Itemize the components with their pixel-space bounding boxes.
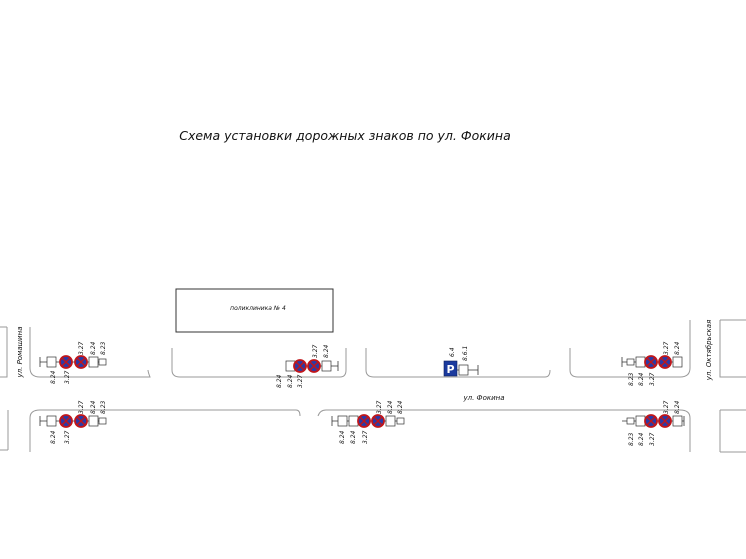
sign-label-8-24: 8.24 xyxy=(276,374,283,388)
tow-truck-plate-icon xyxy=(321,360,332,372)
sign-label-8-24: 8.24 xyxy=(674,341,681,355)
sign-label-8-24: 8.24 xyxy=(638,372,645,386)
tow-truck-plate-icon xyxy=(46,415,57,427)
street-label-oktyabrskaya: ул. Октябрьская xyxy=(705,320,713,382)
sign-label-6-4: 6.4 xyxy=(449,347,456,357)
sign-label-8-24: 8.24 xyxy=(90,341,97,355)
sign-label-3-27: 3.27 xyxy=(649,372,656,386)
sign-label-8-24: 8.24 xyxy=(287,374,294,388)
sign-label-8-6-1: 8.6.1 xyxy=(462,346,469,361)
sign-group-bottom-middle: 8.24 8.24 3.27 3.27 8.24 8.24 xyxy=(331,400,405,444)
street-label-fokina: ул. Фокина xyxy=(462,394,504,402)
tow-truck-plate-icon xyxy=(672,415,683,427)
sign-group-top-middle: 8.24 8.24 3.27 3.27 8.24 xyxy=(276,344,339,388)
no-stopping-sign-icon xyxy=(74,414,88,428)
no-stopping-sign-icon xyxy=(293,359,307,373)
sign-label-3-27: 3.27 xyxy=(78,341,85,355)
no-stopping-sign-icon xyxy=(644,355,658,369)
building-label: поликлиника № 4 xyxy=(230,305,286,312)
no-stopping-sign-icon xyxy=(357,414,371,428)
tow-truck-plate-icon xyxy=(635,415,646,427)
sign-label-8-24: 8.24 xyxy=(387,400,394,414)
sign-label-8-23: 8.23 xyxy=(100,341,107,355)
parking-sign-icon: P xyxy=(443,360,458,377)
sign-label-3-27: 3.27 xyxy=(376,400,383,414)
no-stopping-sign-icon xyxy=(59,414,73,428)
sign-group-top-right: 8.23 8.24 3.27 3.27 8.24 xyxy=(621,341,683,386)
sign-label-8-24: 8.24 xyxy=(638,432,645,446)
tow-truck-plate-icon xyxy=(385,415,396,427)
tow-truck-plate-icon xyxy=(88,356,99,368)
sign-label-3-27: 3.27 xyxy=(64,370,71,384)
tow-truck-plate-icon xyxy=(635,356,646,368)
sign-label-8-23: 8.23 xyxy=(628,372,635,386)
sign-label-8-24: 8.24 xyxy=(50,370,57,384)
sign-label-8-24: 8.24 xyxy=(350,430,357,444)
tow-truck-plate-icon xyxy=(348,415,359,427)
no-stopping-sign-icon xyxy=(74,355,88,369)
sign-label-8-23: 8.23 xyxy=(100,400,107,414)
sign-label-3-27: 3.27 xyxy=(649,432,656,446)
no-stopping-sign-icon xyxy=(59,355,73,369)
sign-label-3-27: 3.27 xyxy=(663,400,670,414)
sign-group-top-left: 8.24 3.27 3.27 8.24 8.23 xyxy=(39,341,107,384)
building-polyclinic: поликлиника № 4 xyxy=(175,288,334,333)
sign-label-3-27: 3.27 xyxy=(78,400,85,414)
no-stopping-sign-icon xyxy=(658,414,672,428)
parking-plate-icon xyxy=(458,364,469,376)
sign-label-8-23: 8.23 xyxy=(628,432,635,446)
no-stopping-sign-icon xyxy=(658,355,672,369)
sign-label-8-24: 8.24 xyxy=(397,400,404,414)
tow-truck-plate-icon xyxy=(337,415,348,427)
scheme-title: Схема установки дорожных знаков по ул. Ф… xyxy=(179,128,511,143)
road-edges xyxy=(0,319,746,453)
sign-label-3-27: 3.27 xyxy=(663,341,670,355)
sign-group-parking: P 6.4 8.6.1 xyxy=(443,346,479,377)
street-label-romashina: ул. Ромашина xyxy=(16,327,24,379)
no-stopping-sign-icon xyxy=(371,414,385,428)
arrow-plate-icon xyxy=(98,358,107,366)
sign-group-bottom-left: 8.24 3.27 3.27 8.24 8.23 xyxy=(39,400,107,444)
sign-label-3-27: 3.27 xyxy=(362,430,369,444)
sign-group-bottom-right: 8.23 8.24 3.27 3.27 8.24 xyxy=(622,400,685,446)
cross-street-left xyxy=(0,327,9,450)
arrow-plate-icon xyxy=(98,417,107,425)
svg-text:P: P xyxy=(446,363,454,376)
tow-truck-plate-icon xyxy=(672,356,683,368)
sign-label-8-24: 8.24 xyxy=(674,400,681,414)
no-stopping-sign-icon xyxy=(644,414,658,428)
sign-label-3-27: 3.27 xyxy=(297,374,304,388)
no-stopping-sign-icon xyxy=(307,359,321,373)
sign-label-8-24: 8.24 xyxy=(323,344,330,358)
sign-label-3-27: 3.27 xyxy=(312,344,319,358)
cross-street-right xyxy=(719,320,746,452)
arrow-plate-icon xyxy=(626,358,635,366)
sign-label-8-24: 8.24 xyxy=(339,430,346,444)
arrow-plate-icon xyxy=(396,417,405,425)
sign-label-3-27: 3.27 xyxy=(64,430,71,444)
sign-label-8-24: 8.24 xyxy=(90,400,97,414)
tow-truck-plate-icon xyxy=(88,415,99,427)
sign-label-8-24: 8.24 xyxy=(50,430,57,444)
tow-truck-plate-icon xyxy=(46,356,57,368)
arrow-plate-icon xyxy=(626,417,635,425)
